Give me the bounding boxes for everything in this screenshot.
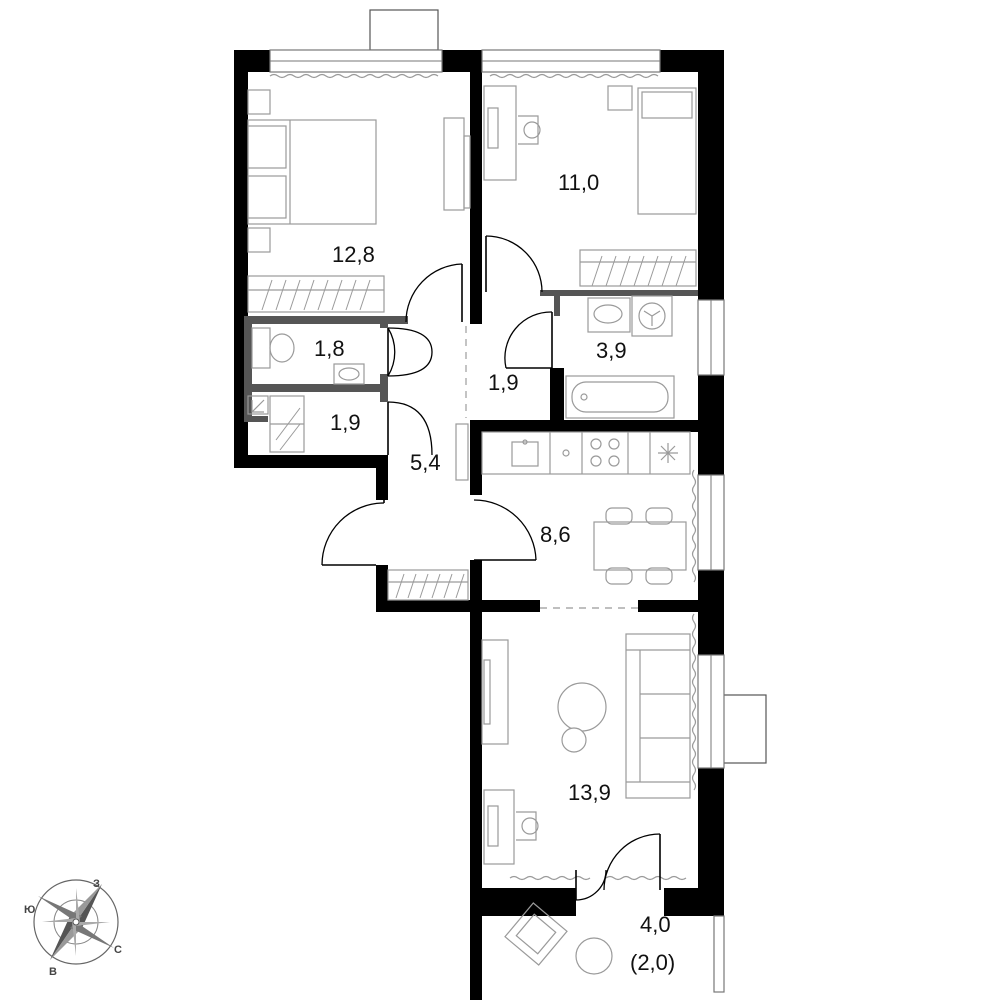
sink	[587, 297, 631, 333]
wardrobe-master	[247, 275, 385, 313]
bathtub	[565, 375, 675, 419]
living-furniture	[481, 633, 691, 865]
label-bedroom-master: 12,8	[332, 242, 375, 267]
bathroom-fixtures	[565, 295, 675, 419]
roof-vent-block	[369, 9, 439, 51]
kitchen-furniture	[481, 431, 691, 585]
coffee-table	[557, 682, 607, 732]
tv-stand	[443, 117, 465, 211]
label-balcony: 4,0	[640, 912, 671, 937]
side-table	[575, 937, 613, 975]
compass-east: Ю	[24, 904, 35, 916]
label-wardrobe: 1,9	[330, 410, 361, 435]
wardrobe-small	[579, 249, 697, 287]
compass-south: С	[114, 944, 122, 956]
armchair	[504, 902, 568, 966]
facade-projection	[719, 694, 767, 764]
exterior-walls	[234, 50, 724, 1000]
label-corridor: 1,9	[488, 370, 519, 395]
bedroom-small-furniture	[483, 85, 697, 287]
hall-closet	[387, 569, 469, 601]
compass-rose: З С Ю В	[24, 878, 122, 978]
toilet-fixtures	[251, 327, 365, 385]
double-bed	[247, 119, 377, 225]
single-bed	[637, 87, 697, 215]
label-toilet: 1,8	[314, 336, 345, 361]
wardrobe-closet	[247, 395, 305, 453]
sofa	[625, 633, 691, 799]
label-hall: 5,4	[410, 450, 441, 475]
label-balcony-reduced: (2,0)	[630, 950, 675, 975]
dining-table	[593, 521, 687, 571]
tv-unit	[481, 639, 509, 745]
window-balcony	[713, 915, 725, 993]
compass-north: З	[93, 878, 100, 890]
label-kitchen: 8,6	[540, 522, 571, 547]
balcony-furniture	[504, 902, 613, 975]
workdesk	[483, 789, 515, 865]
kitchen-counter	[481, 431, 691, 475]
label-living: 13,9	[568, 780, 611, 805]
desk	[483, 85, 517, 181]
label-bathroom: 3,9	[596, 338, 627, 363]
washing-machine	[631, 295, 673, 337]
compass-west: В	[49, 966, 57, 978]
label-bedroom-small: 11,0	[558, 170, 599, 195]
bedroom-master-furniture	[247, 89, 471, 313]
interior-walls	[244, 72, 698, 612]
hall-furniture	[387, 423, 469, 601]
doors	[321, 235, 661, 901]
windows	[269, 49, 725, 993]
